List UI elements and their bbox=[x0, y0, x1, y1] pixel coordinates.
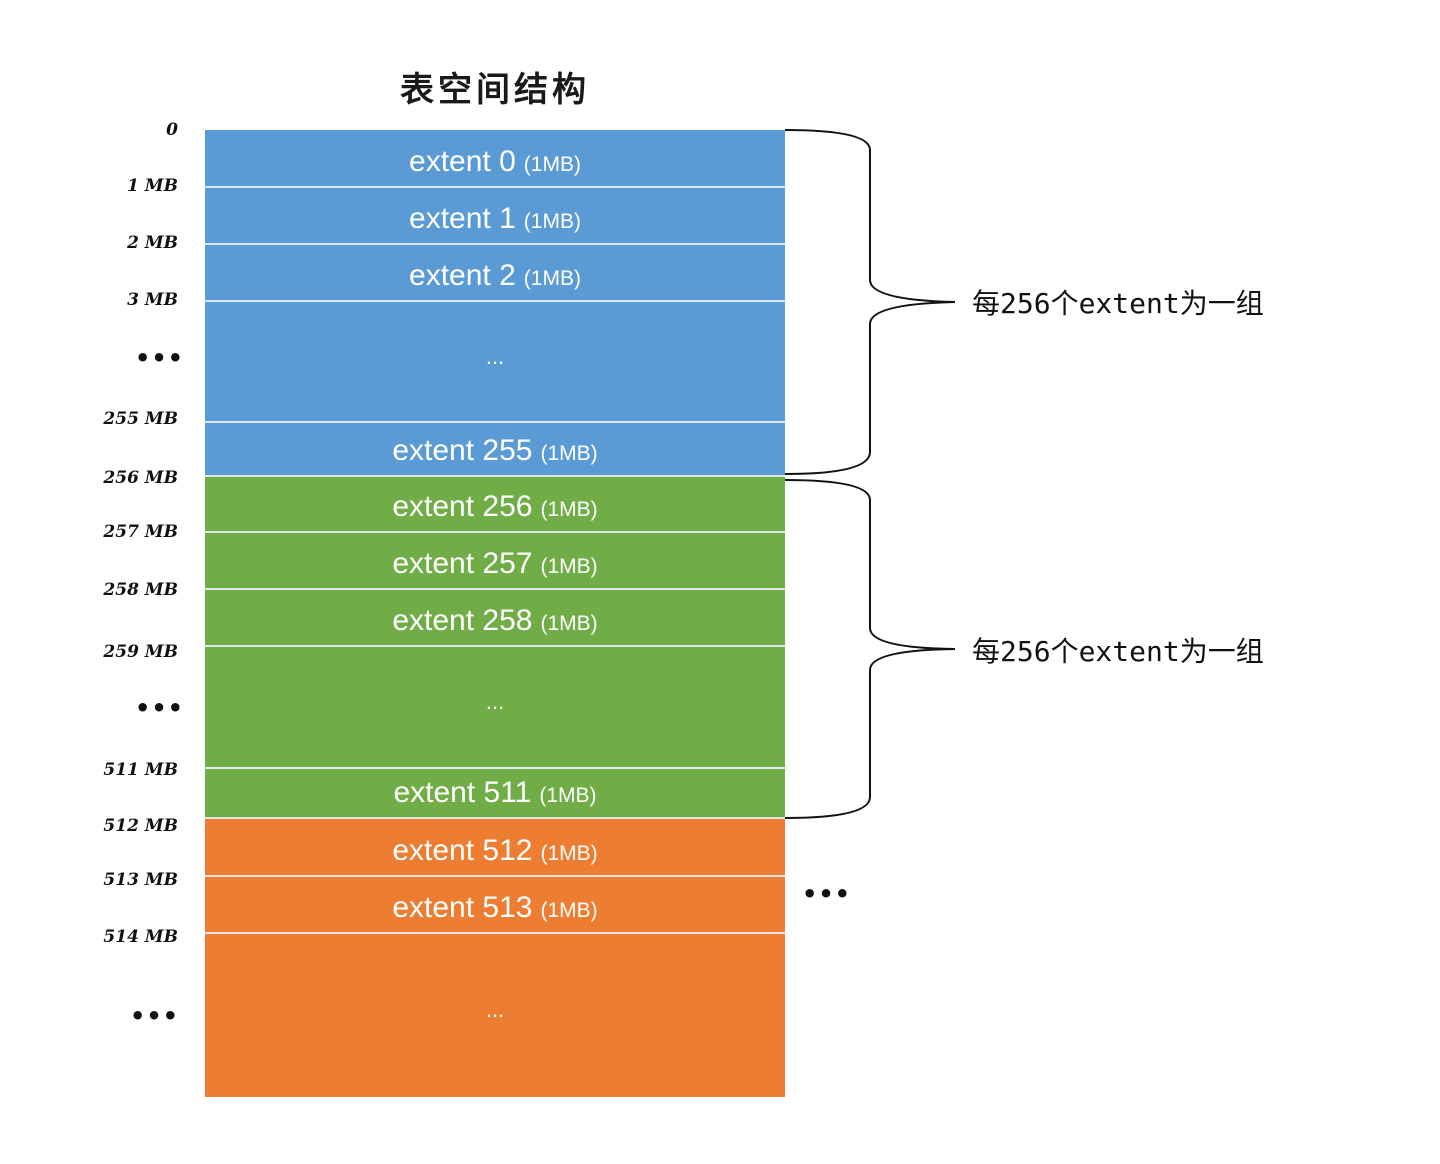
brace-group-2 bbox=[784, 479, 956, 819]
extent-row: extent 512 (1MB) bbox=[205, 818, 785, 876]
extent-row: extent 258 (1MB) bbox=[205, 589, 785, 646]
extent-size: (1MB) bbox=[540, 842, 598, 865]
brace-label-group-2: 每256个extent为一组 bbox=[972, 635, 1264, 668]
extent-row: extent 513 (1MB) bbox=[205, 876, 785, 933]
offset-label: 257 MB bbox=[103, 522, 178, 542]
extent-ellipsis-row: ... bbox=[205, 933, 785, 1097]
extent-row: extent 2 (1MB) bbox=[205, 244, 785, 301]
extent-divider bbox=[205, 767, 785, 769]
extent-size: (1MB) bbox=[523, 210, 581, 233]
extent-divider bbox=[205, 186, 785, 188]
extent-label: extent 2 bbox=[409, 259, 516, 292]
offset-label: 3 MB bbox=[127, 290, 178, 310]
extent-size: (1MB) bbox=[523, 153, 581, 176]
offset-ellipsis: ••• bbox=[135, 694, 185, 722]
extent-divider bbox=[205, 817, 785, 819]
extent-label: extent 511 bbox=[393, 776, 532, 809]
offset-label: 513 MB bbox=[103, 870, 178, 890]
offset-label: 0 bbox=[166, 120, 178, 140]
extent-row: extent 1 (1MB) bbox=[205, 187, 785, 244]
extent-size: (1MB) bbox=[539, 784, 597, 807]
offset-label: 511 MB bbox=[103, 760, 178, 780]
extent-divider bbox=[205, 300, 785, 302]
offset-ellipsis: ••• bbox=[130, 1002, 180, 1030]
offset-label: 1 MB bbox=[127, 176, 178, 196]
extent-divider bbox=[205, 421, 785, 423]
extent-size: (1MB) bbox=[540, 498, 598, 521]
extent-label: extent 258 bbox=[392, 604, 533, 637]
extent-size: (1MB) bbox=[540, 612, 598, 635]
extent-label: ... bbox=[485, 688, 505, 714]
extent-label: extent 255 bbox=[392, 434, 533, 467]
diagram-title: 表空间结构 bbox=[400, 70, 590, 110]
extent-divider bbox=[205, 475, 785, 477]
extent-size: (1MB) bbox=[540, 555, 598, 578]
extent-row: extent 511 (1MB) bbox=[205, 768, 785, 818]
extent-label: ... bbox=[485, 343, 505, 369]
extent-label: extent 513 bbox=[392, 891, 533, 924]
extent-divider bbox=[205, 932, 785, 934]
offset-label: 514 MB bbox=[103, 927, 178, 947]
extent-label: extent 256 bbox=[392, 490, 533, 523]
extent-divider bbox=[205, 243, 785, 245]
continuation-ellipsis: ••• bbox=[802, 880, 852, 908]
extent-size: (1MB) bbox=[540, 899, 598, 922]
extent-ellipsis-row: ... bbox=[205, 301, 785, 422]
offset-label: 2 MB bbox=[127, 233, 178, 253]
extent-ellipsis-row: ... bbox=[205, 646, 785, 768]
extent-label: extent 512 bbox=[392, 834, 533, 867]
offset-label: 255 MB bbox=[103, 409, 178, 429]
extent-row: extent 255 (1MB) bbox=[205, 422, 785, 476]
offset-ellipsis: ••• bbox=[135, 344, 185, 372]
extent-divider bbox=[205, 588, 785, 590]
extent-size: (1MB) bbox=[523, 267, 581, 290]
extent-row: extent 0 (1MB) bbox=[205, 130, 785, 187]
offset-label: 259 MB bbox=[103, 642, 178, 662]
extent-row: extent 256 (1MB) bbox=[205, 476, 785, 532]
extent-divider bbox=[205, 645, 785, 647]
brace-group-1 bbox=[784, 129, 956, 475]
offset-label: 256 MB bbox=[103, 468, 178, 488]
extent-label: extent 257 bbox=[392, 547, 533, 580]
extent-divider bbox=[205, 875, 785, 877]
extent-size: (1MB) bbox=[540, 442, 598, 465]
offset-label: 258 MB bbox=[103, 580, 178, 600]
extent-label: extent 0 bbox=[409, 145, 516, 178]
extent-row: extent 257 (1MB) bbox=[205, 532, 785, 589]
extent-divider bbox=[205, 531, 785, 533]
brace-label-group-1: 每256个extent为一组 bbox=[972, 287, 1264, 320]
extent-label: extent 1 bbox=[409, 202, 516, 235]
extent-label: ... bbox=[485, 996, 505, 1022]
offset-label: 512 MB bbox=[103, 816, 178, 836]
